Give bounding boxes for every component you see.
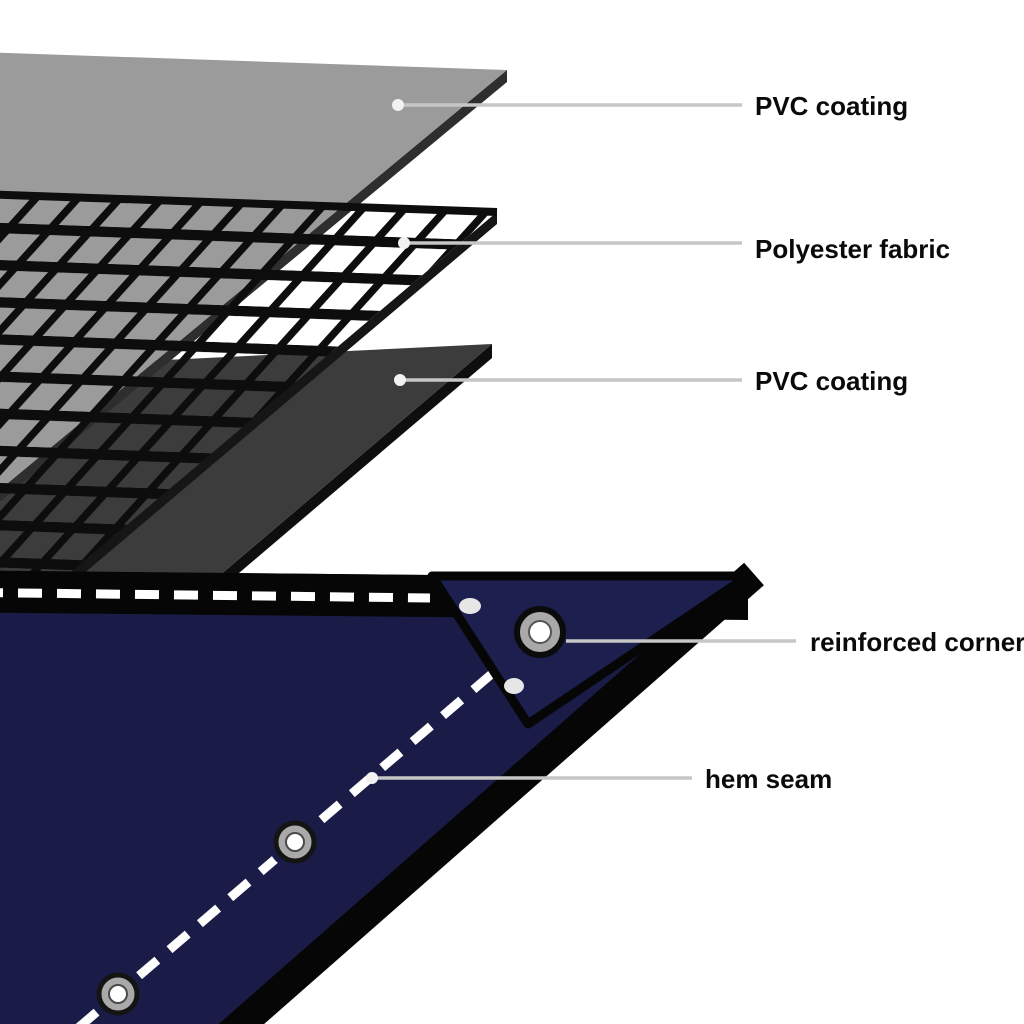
hem-grommet-1: [268, 815, 322, 869]
corner-grommet: [514, 606, 566, 658]
grommet-hole: [528, 620, 552, 644]
polyester-mesh-sheet-edge: [0, 212, 497, 645]
label-hem-seam: hem seam: [705, 764, 832, 794]
leader-lines: [366, 99, 796, 784]
leader-dot-hem-seam: [366, 772, 378, 784]
label-polyester-fabric: Polyester fabric: [755, 234, 950, 264]
corner-rivet-dot-2: [504, 678, 524, 694]
polyester-mesh-sheet: [0, 194, 497, 633]
corner-rivet-dot-1: [459, 598, 481, 614]
leader-dot-pvc-top: [392, 99, 404, 111]
tarp-group: [0, 562, 764, 1024]
labels: PVC coating Polyester fabric PVC coating…: [705, 91, 1024, 794]
polyester-mesh-top-edge-line: [0, 190, 498, 216]
top-stitch-line: [0, 588, 431, 603]
leader-dot-pvc-bottom: [394, 374, 406, 386]
polyester-mesh-sheet-group: [0, 190, 498, 645]
grommet-hole: [108, 984, 128, 1004]
hem-grommet-2: [91, 967, 145, 1021]
label-pvc-bottom: PVC coating: [755, 366, 908, 396]
label-pvc-top: PVC coating: [755, 91, 908, 121]
label-reinforced-corner: reinforced corner: [810, 627, 1024, 657]
leader-dot-polyester: [398, 237, 410, 249]
tarp-bottom-edge: [218, 562, 764, 1024]
grommet-hole: [285, 832, 305, 852]
